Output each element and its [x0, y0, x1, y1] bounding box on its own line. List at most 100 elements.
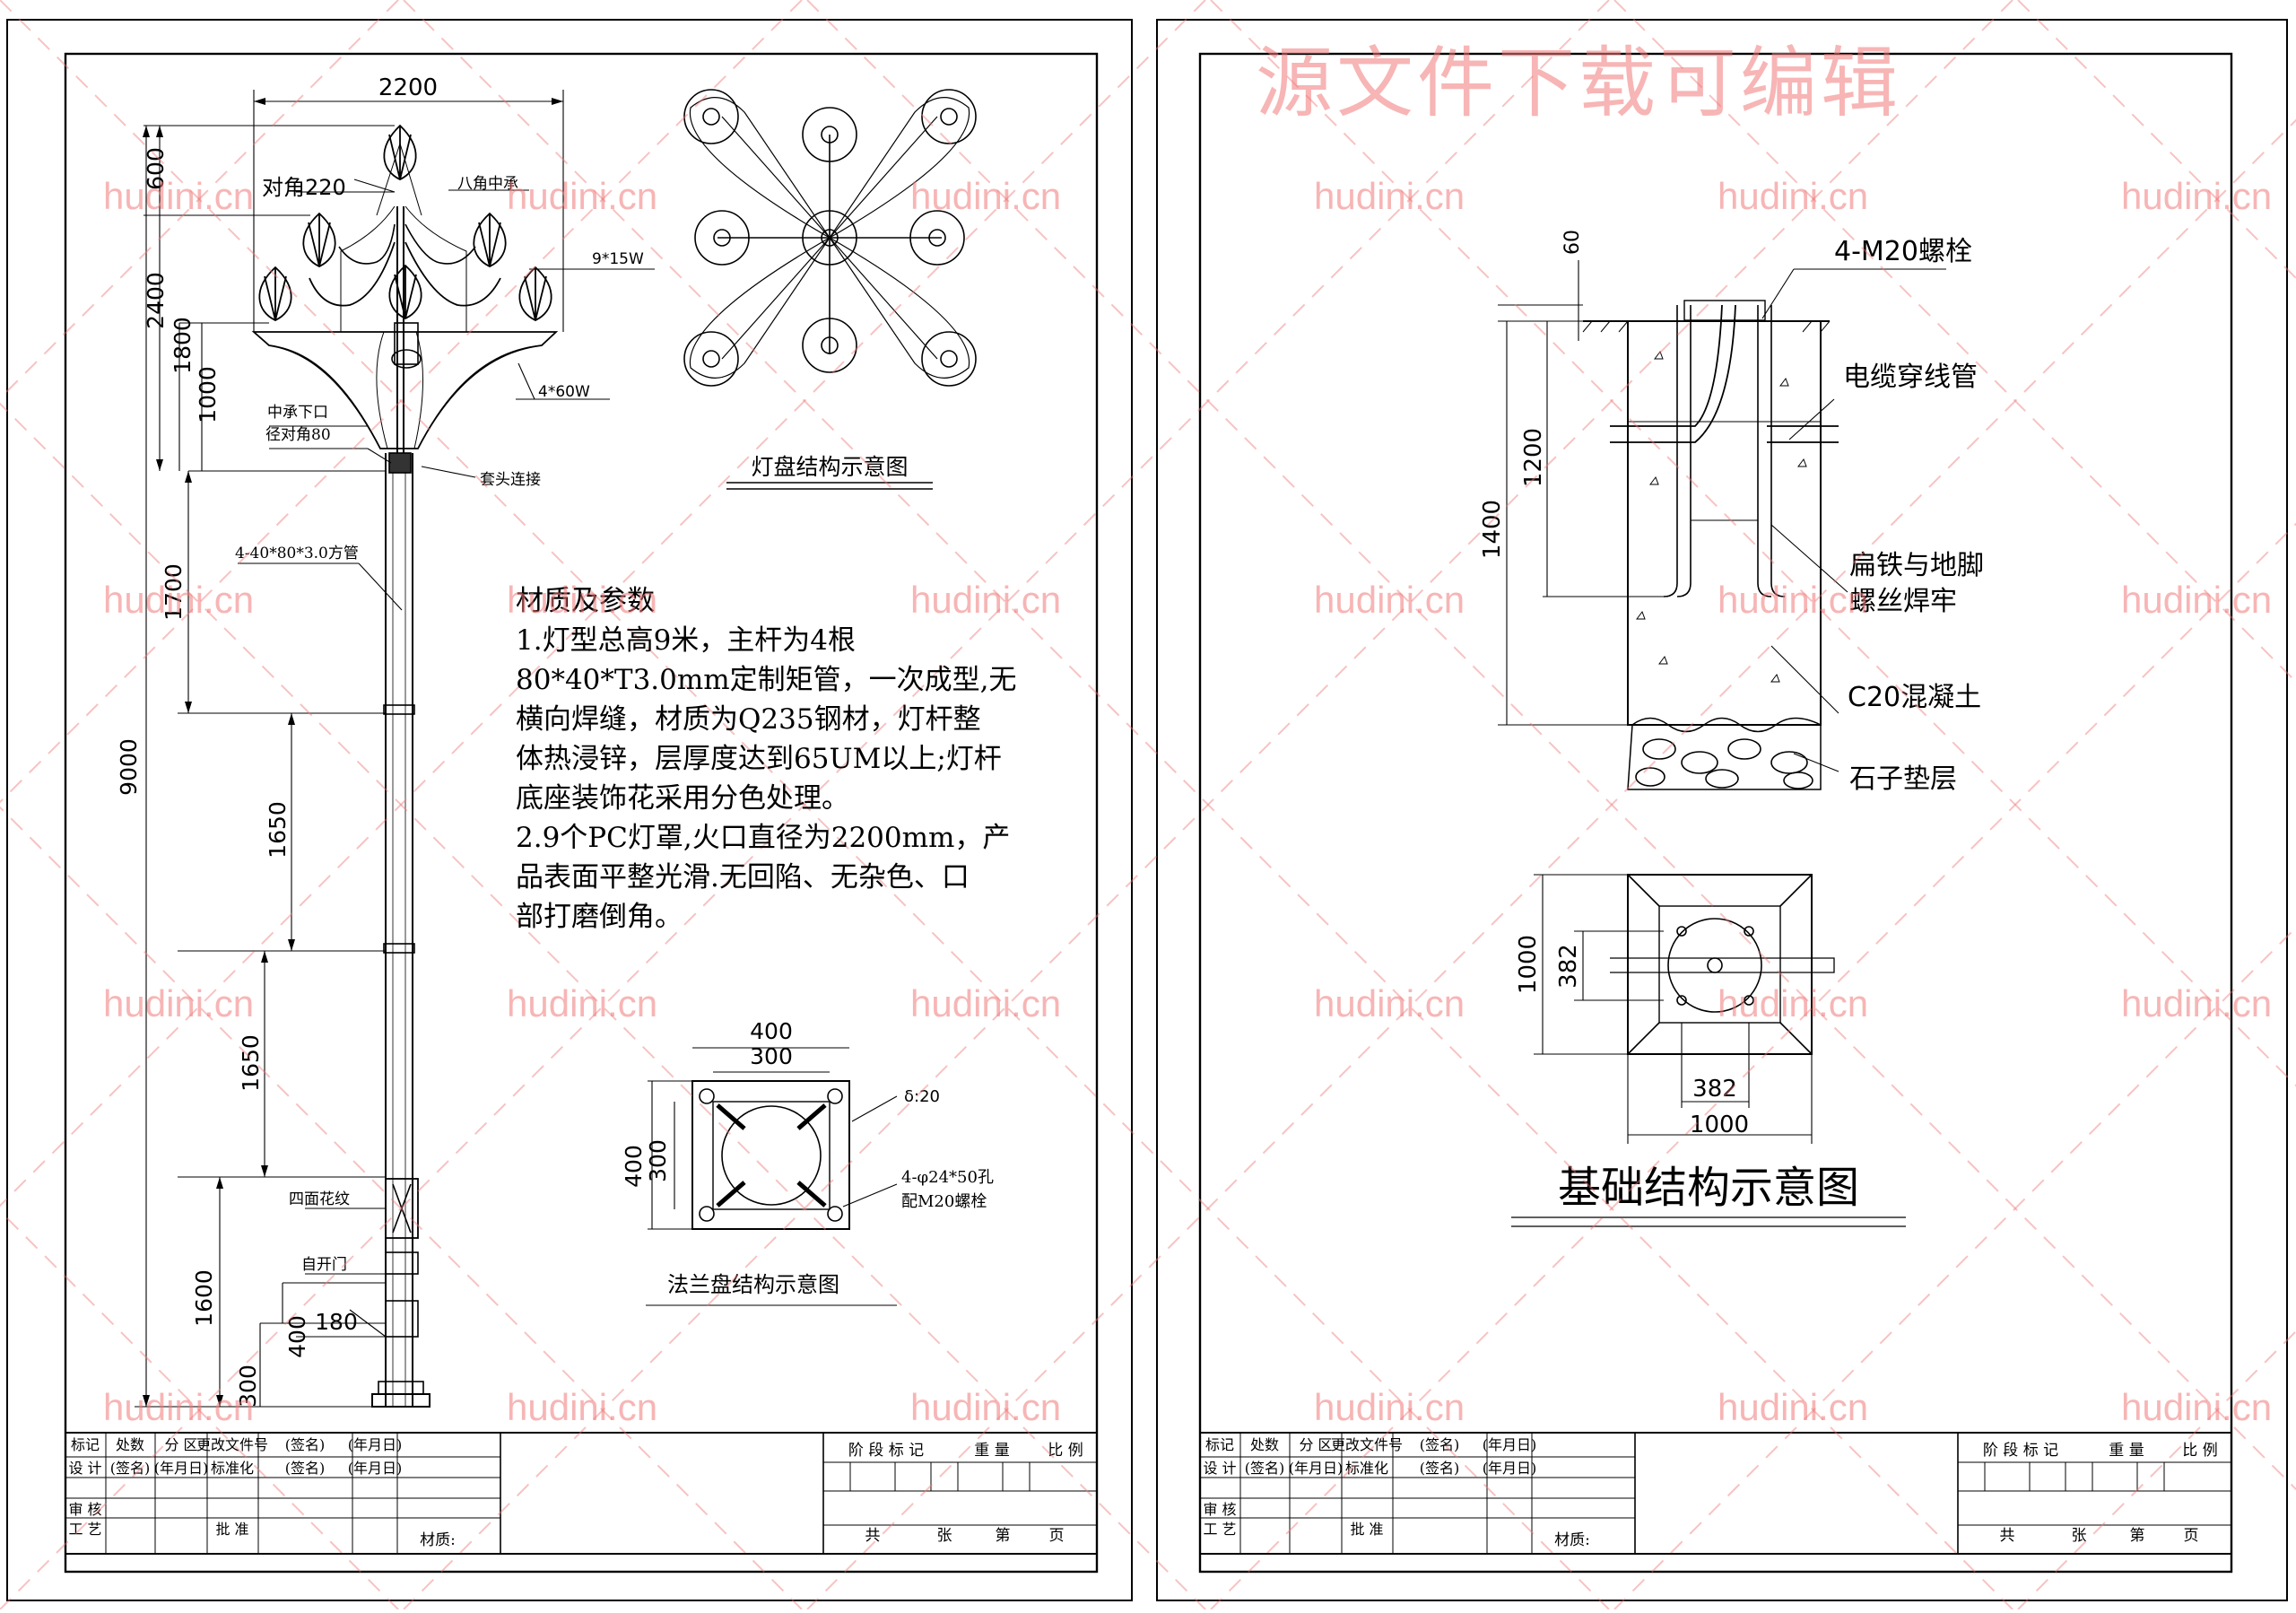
title-block-weight: 重 量: [2109, 1442, 2144, 1460]
title-block-cell: 处数: [1250, 1436, 1279, 1453]
label-4-m20-bolts: 4-M20螺栓: [1834, 236, 1972, 267]
title-block-cell: (签名): [285, 1460, 326, 1477]
lamp-bulbs: [258, 124, 552, 321]
flange-holes: 4-φ24*50孔: [901, 1168, 994, 1187]
label-cable-conduit: 电缆穿线管: [1843, 362, 1978, 393]
title-block-cell: (签名): [285, 1436, 326, 1453]
notes-line: 品表面平整光滑.无回陷、无杂色、口: [516, 861, 970, 894]
title-block-cell: 分 区: [1299, 1436, 1332, 1453]
title-block-cell: 更改文件号: [196, 1436, 268, 1453]
title-block-sheets: 张: [2072, 1527, 2087, 1545]
material-notes: 材质及参数 1.灯型总高9米，主杆为4根 80*40*T3.0mm定制矩管，一次…: [516, 581, 1036, 937]
notes-line: 体热浸锌，层厚度达到65UM以上;灯杆: [516, 743, 1002, 775]
label-flat-iron: 扁铁与地脚: [1849, 550, 1984, 581]
dim-180: 180: [315, 1309, 358, 1335]
pole-elevation: [135, 90, 655, 1408]
right-sheet-frame: [1156, 19, 2288, 1601]
dim-1000: 1000: [195, 366, 221, 423]
label-9x15w: 9*15W: [592, 250, 644, 268]
flange-thickness: δ:20: [904, 1087, 940, 1106]
title-block-sheets: 张: [937, 1527, 952, 1545]
title-block-left: 标记处数分 区更改文件号(签名)(年月日)设 计(签名)(年月日)标准化(签名)…: [65, 1432, 1098, 1555]
dim-1600: 1600: [191, 1269, 217, 1327]
title-block-cell: 工 艺: [1203, 1521, 1236, 1538]
title-block-stage: 阶 段 标 记: [1983, 1442, 2058, 1460]
title-block-cell: 设 计: [1203, 1460, 1236, 1477]
notes-line: 底座装饰花采用分色处理。: [516, 782, 849, 815]
watermark-banner: 源文件下载可编辑: [1256, 39, 1901, 128]
title-block-scale: 比 例: [1048, 1442, 1083, 1460]
title-block-cell: 审 核: [1203, 1501, 1236, 1518]
title-block-material: 材质:: [420, 1531, 456, 1549]
dim-300: 300: [235, 1365, 261, 1408]
pole-arrows: [143, 98, 563, 1407]
title-block-sheets: 第: [996, 1527, 1011, 1545]
notes-line: 部打磨倒角。: [516, 901, 683, 933]
title-block-scale: 比 例: [2182, 1442, 2217, 1460]
flange-dim-300-w: 300: [750, 1043, 793, 1069]
title-block-cell: (年月日): [348, 1460, 403, 1477]
foundation-plan-texts: 1000 382 382 1000 基础结构示意图: [1515, 935, 1859, 1213]
plan-dim-1000-h: 1000: [1690, 1112, 1749, 1138]
notes-line: 横向焊缝，材质为Q235钢材，灯杆整: [516, 703, 981, 736]
flange-dim-300-h: 300: [645, 1139, 671, 1182]
notes-line: 2.9个PC灯罩,火口直径为2200mm，产: [516, 822, 1011, 854]
dim-2400: 2400: [143, 272, 169, 329]
dim-1200: 1200: [1520, 428, 1547, 487]
title-block-material: 材质:: [1554, 1531, 1590, 1549]
label-c20-concrete: C20混凝土: [1848, 682, 1981, 713]
title-block-cell: 批 准: [1350, 1521, 1383, 1538]
dim-1700: 1700: [161, 563, 187, 621]
title-block-cell: 标准化: [211, 1460, 254, 1477]
title-block-frame: [1199, 1432, 2232, 1555]
notes-line: 80*40*T3.0mm定制矩管，一次成型,无: [516, 664, 1017, 696]
title-block-cell: (签名): [1245, 1460, 1285, 1477]
title-block-cell: 处数: [116, 1436, 144, 1453]
title-block-cell: (签名): [1420, 1436, 1460, 1453]
flange-dim-400-h: 400: [621, 1145, 647, 1188]
title-block-sheets: 共: [865, 1527, 881, 1545]
title-block-cell: 批 准: [215, 1521, 248, 1538]
title-block-sheets: 页: [1049, 1527, 1065, 1545]
label-weld-bolts: 螺丝焊牢: [1849, 586, 1957, 617]
title-block-sheets: 页: [2184, 1527, 2199, 1545]
foundation-title: 基础结构示意图: [1558, 1163, 1859, 1213]
title-block-sheets: 第: [2130, 1527, 2145, 1545]
dim-2200: 2200: [378, 74, 438, 101]
label-sleeve-connection: 套头连接: [480, 471, 541, 489]
title-block-cell: 更改文件号: [1331, 1436, 1403, 1453]
title-block-cell: 审 核: [68, 1501, 101, 1518]
dim-1650-upper: 1650: [265, 801, 291, 859]
title-block-cell: (签名): [110, 1460, 151, 1477]
foundation-section: [1498, 260, 1946, 790]
flange-bolts: 配M20螺栓: [901, 1192, 987, 1211]
foundation-texts: 60 1200 1400 4-M20螺栓 电缆穿线管 扁铁与地脚 螺丝焊牢 C2…: [1479, 230, 1984, 795]
plan-dim-382-v: 382: [1555, 944, 1582, 989]
plan-dim-1000-v: 1000: [1515, 935, 1542, 994]
title-block-cell: 工 艺: [68, 1521, 101, 1538]
notes-heading: 材质及参数: [516, 585, 655, 617]
title-block-frame: [65, 1432, 1098, 1555]
title-block-sheets: 共: [2000, 1527, 2015, 1545]
label-4x60w: 4*60W: [538, 383, 590, 401]
title-block-cell: (年月日): [154, 1460, 209, 1477]
title-block-cell: 标记: [1205, 1436, 1234, 1453]
left-sheet-frame: [6, 19, 1133, 1601]
title-block-cell: (年月日): [348, 1436, 403, 1453]
title-block-cell: 标记: [71, 1436, 100, 1453]
flange-plan: [646, 1047, 898, 1306]
title-block-cell: 分 区: [164, 1436, 197, 1453]
dim-1650-lower: 1650: [238, 1034, 264, 1092]
dim-400: 400: [284, 1315, 310, 1358]
label-gravel-bed: 石子垫层: [1849, 763, 1957, 795]
flange-texts: 400 300 400 300 δ:20 4-φ24*50孔 配M20螺栓 法兰…: [621, 1018, 994, 1297]
pole-dimension-texts: 2200 600 2400 1800 1000 9000 1700 1650 1…: [116, 74, 644, 1408]
notes-line: 1.灯型总高9米，主杆为4根: [516, 624, 857, 657]
title-block-cell: (年月日): [1289, 1460, 1344, 1477]
dim-600: 600: [143, 147, 169, 190]
title-block-right: 标记处数分 区更改文件号(签名)(年月日)设 计(签名)(年月日)标准化(签名)…: [1199, 1432, 2232, 1555]
flange-dim-400-w: 400: [750, 1018, 793, 1044]
